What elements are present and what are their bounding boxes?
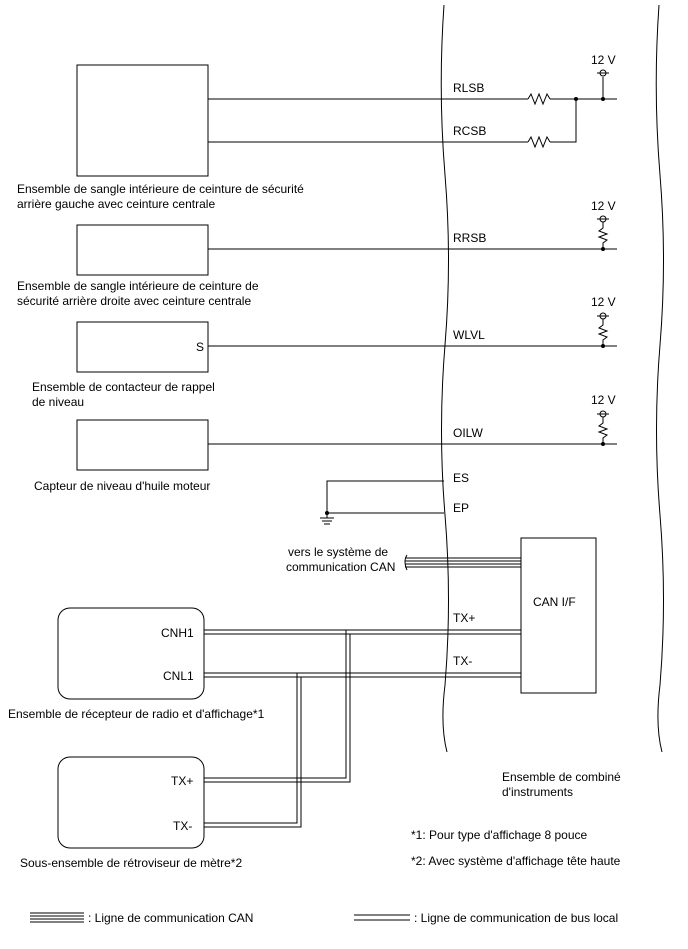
pin-tx-plus: TX+ xyxy=(453,611,475,625)
mirror-pin-tx-plus: TX+ xyxy=(171,774,193,788)
rear-left-buckle-label-2: arrière gauche avec ceinture centrale xyxy=(17,197,215,211)
rlsb-junction-dot xyxy=(574,97,578,101)
legend-can-line-icon xyxy=(30,912,84,923)
can-if-box xyxy=(520,537,597,694)
legend-can-line-label: : Ligne de communication CAN xyxy=(88,911,253,925)
combination-meter-label-1: Ensemble de combiné xyxy=(502,770,621,784)
level-switch-box xyxy=(76,321,209,373)
local-bus-tx-plus-line xyxy=(204,629,521,783)
rcsb-resistor xyxy=(527,135,551,149)
wlvl-supply-voltage: 12 V xyxy=(591,295,616,309)
pin-tx-minus: TX- xyxy=(453,654,472,668)
can-system-label-2: communication CAN xyxy=(286,560,395,574)
rear-right-buckle-label-1: Ensemble de sangle intérieure de ceintur… xyxy=(17,279,259,293)
pin-rcsb: RCSB xyxy=(453,124,486,138)
legend-local-bus-line-icon xyxy=(354,914,410,921)
combination-meter-outline xyxy=(440,4,664,753)
can-if-label: CAN I/F xyxy=(533,595,576,609)
rlsb-resistor xyxy=(527,92,551,106)
rlsb-supply-dot xyxy=(601,97,605,101)
radio-label: Ensemble de récepteur de radio et d'affi… xyxy=(8,707,265,721)
pin-rlsb: RLSB xyxy=(453,81,484,95)
mirror-pin-tx-minus: TX- xyxy=(173,819,192,833)
rrsb-pullup-resistor xyxy=(597,222,609,249)
wlvl-junction-dot xyxy=(601,344,605,348)
rrsb-junction-dot xyxy=(601,247,605,251)
legend-local-bus-line-label: : Ligne de communication de bus local xyxy=(414,911,618,925)
can-system-wires xyxy=(404,554,521,571)
rear-right-buckle-box xyxy=(76,224,209,276)
ground-icon xyxy=(320,517,334,525)
oil-sensor-box xyxy=(76,419,209,471)
oilw-supply-voltage: 12 V xyxy=(591,393,616,407)
rcsb-wire-right xyxy=(550,99,577,143)
ground-junction-dot xyxy=(325,511,329,515)
rear-right-buckle-label-2: sécurité arrière droite avec ceinture ce… xyxy=(17,294,251,308)
level-switch-label-1: Ensemble de contacteur de rappel xyxy=(32,380,215,394)
radio-box xyxy=(57,607,205,700)
pin-oilw: OILW xyxy=(453,426,483,440)
rlsb-supply-voltage: 12 V xyxy=(591,53,616,67)
rear-left-buckle-box xyxy=(76,64,209,177)
combination-meter-label-2: d'instruments xyxy=(502,785,573,799)
pin-ep: EP xyxy=(453,501,469,515)
oilw-junction-dot xyxy=(601,442,605,446)
rrsb-supply-voltage: 12 V xyxy=(591,199,616,213)
mirror-box xyxy=(57,756,205,849)
level-switch-label-2: de niveau xyxy=(32,395,84,409)
pin-rrsb: RRSB xyxy=(453,231,486,245)
wlvl-pullup-resistor xyxy=(597,319,609,346)
radio-pin-cnl1: CNL1 xyxy=(163,669,194,683)
pin-es: ES xyxy=(453,471,469,485)
note-1: *1: Pour type d'affichage 8 pouce xyxy=(411,828,588,842)
rear-left-buckle-label-1: Ensemble de sangle intérieure de ceintur… xyxy=(17,182,304,196)
level-switch-pin-s: S xyxy=(196,340,204,354)
pin-wlvl: WLVL xyxy=(453,328,485,342)
oilw-pullup-resistor xyxy=(597,417,609,444)
note-2: *2: Avec système d'affichage tête haute xyxy=(411,854,621,868)
oil-sensor-label: Capteur de niveau d'huile moteur xyxy=(34,479,210,493)
mirror-label: Sous-ensemble de rétroviseur de mètre*2 xyxy=(20,856,242,870)
es-ground-wire xyxy=(326,480,444,518)
radio-pin-cnh1: CNH1 xyxy=(161,626,194,640)
can-system-label-1: vers le système de xyxy=(288,545,388,559)
local-bus-tx-minus-line xyxy=(204,672,521,828)
